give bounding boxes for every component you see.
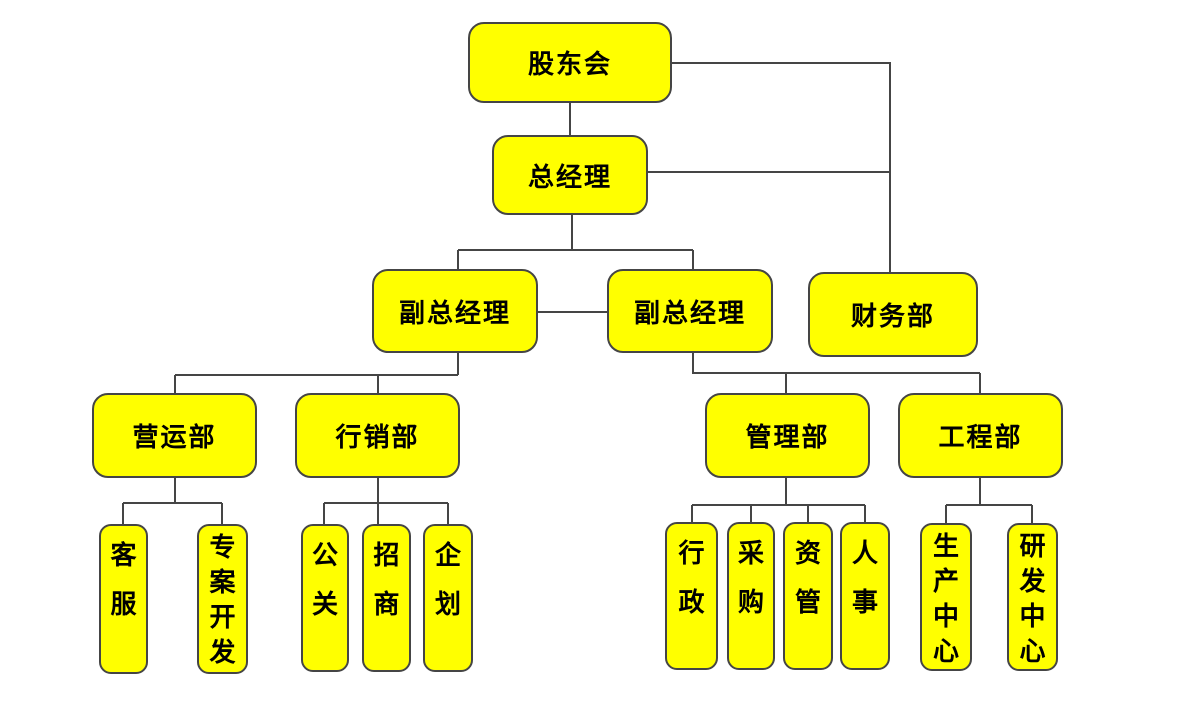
node-operations-department: 营运部 (92, 393, 257, 478)
node-finance-department: 财务部 (808, 272, 978, 357)
node-rd-center: 研发中心 (1007, 523, 1058, 671)
node-production-center: 生产中心 (920, 523, 972, 671)
node-marketing-department: 行销部 (295, 393, 460, 478)
node-corporate-planning: 企划 (423, 524, 473, 672)
node-procurement: 采购 (727, 522, 775, 670)
connector-lines-path (122, 62, 1033, 527)
node-administration: 行政 (665, 522, 718, 670)
node-general-manager: 总经理 (492, 135, 648, 215)
node-shareholders-meeting: 股东会 (468, 22, 672, 103)
node-engineering-department: 工程部 (898, 393, 1063, 478)
node-deputy-general-manager-left: 副总经理 (372, 269, 538, 353)
node-deputy-general-manager-right: 副总经理 (607, 269, 773, 353)
node-human-resources: 人事 (840, 522, 890, 670)
node-management-department: 管理部 (705, 393, 870, 478)
node-merchant-recruitment: 招商 (362, 524, 411, 672)
node-customer-service: 客服 (99, 524, 148, 674)
node-information-management: 资管 (783, 522, 833, 670)
node-public-relations: 公关 (301, 524, 349, 672)
node-project-development: 专案开发 (197, 524, 248, 674)
